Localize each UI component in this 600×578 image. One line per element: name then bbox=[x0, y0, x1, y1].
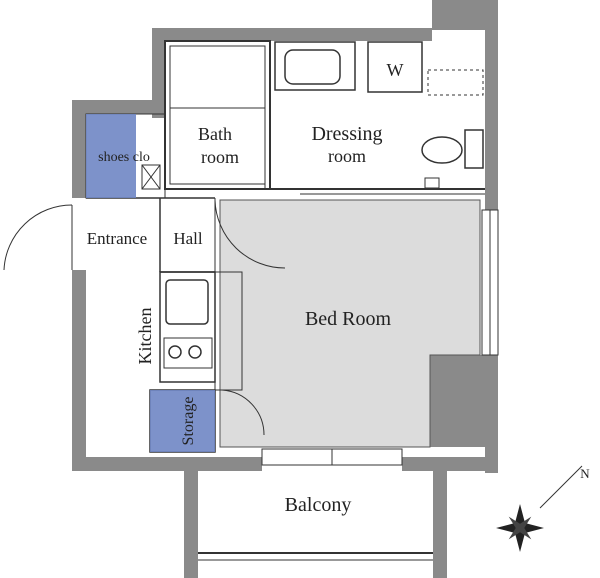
hall-label: Hall bbox=[173, 229, 203, 248]
storage-fill bbox=[150, 390, 215, 452]
balcony-label: Balcony bbox=[285, 494, 352, 516]
bath-label-1: Bath bbox=[198, 124, 232, 144]
interior-walls bbox=[3, 40, 499, 561]
bedroom-label: Bed Room bbox=[305, 308, 392, 330]
entrance-label: Entrance bbox=[87, 229, 147, 248]
bath-label-2: room bbox=[201, 147, 239, 167]
compass-rose-icon bbox=[496, 465, 583, 552]
kitchen-label: Kitchen bbox=[135, 308, 155, 365]
bedroom-floor bbox=[219, 199, 481, 448]
washer-label: W bbox=[387, 60, 404, 80]
shoes-closet-fill bbox=[86, 114, 136, 198]
compass-north-label: N bbox=[580, 466, 590, 481]
dressing-label-1: Dressing bbox=[311, 123, 382, 145]
exterior-walls bbox=[72, 0, 498, 578]
dressing-label-2: room bbox=[328, 146, 366, 166]
shoes-clo-label: shoes clo bbox=[98, 150, 150, 165]
storage-label: Storage bbox=[180, 397, 197, 446]
